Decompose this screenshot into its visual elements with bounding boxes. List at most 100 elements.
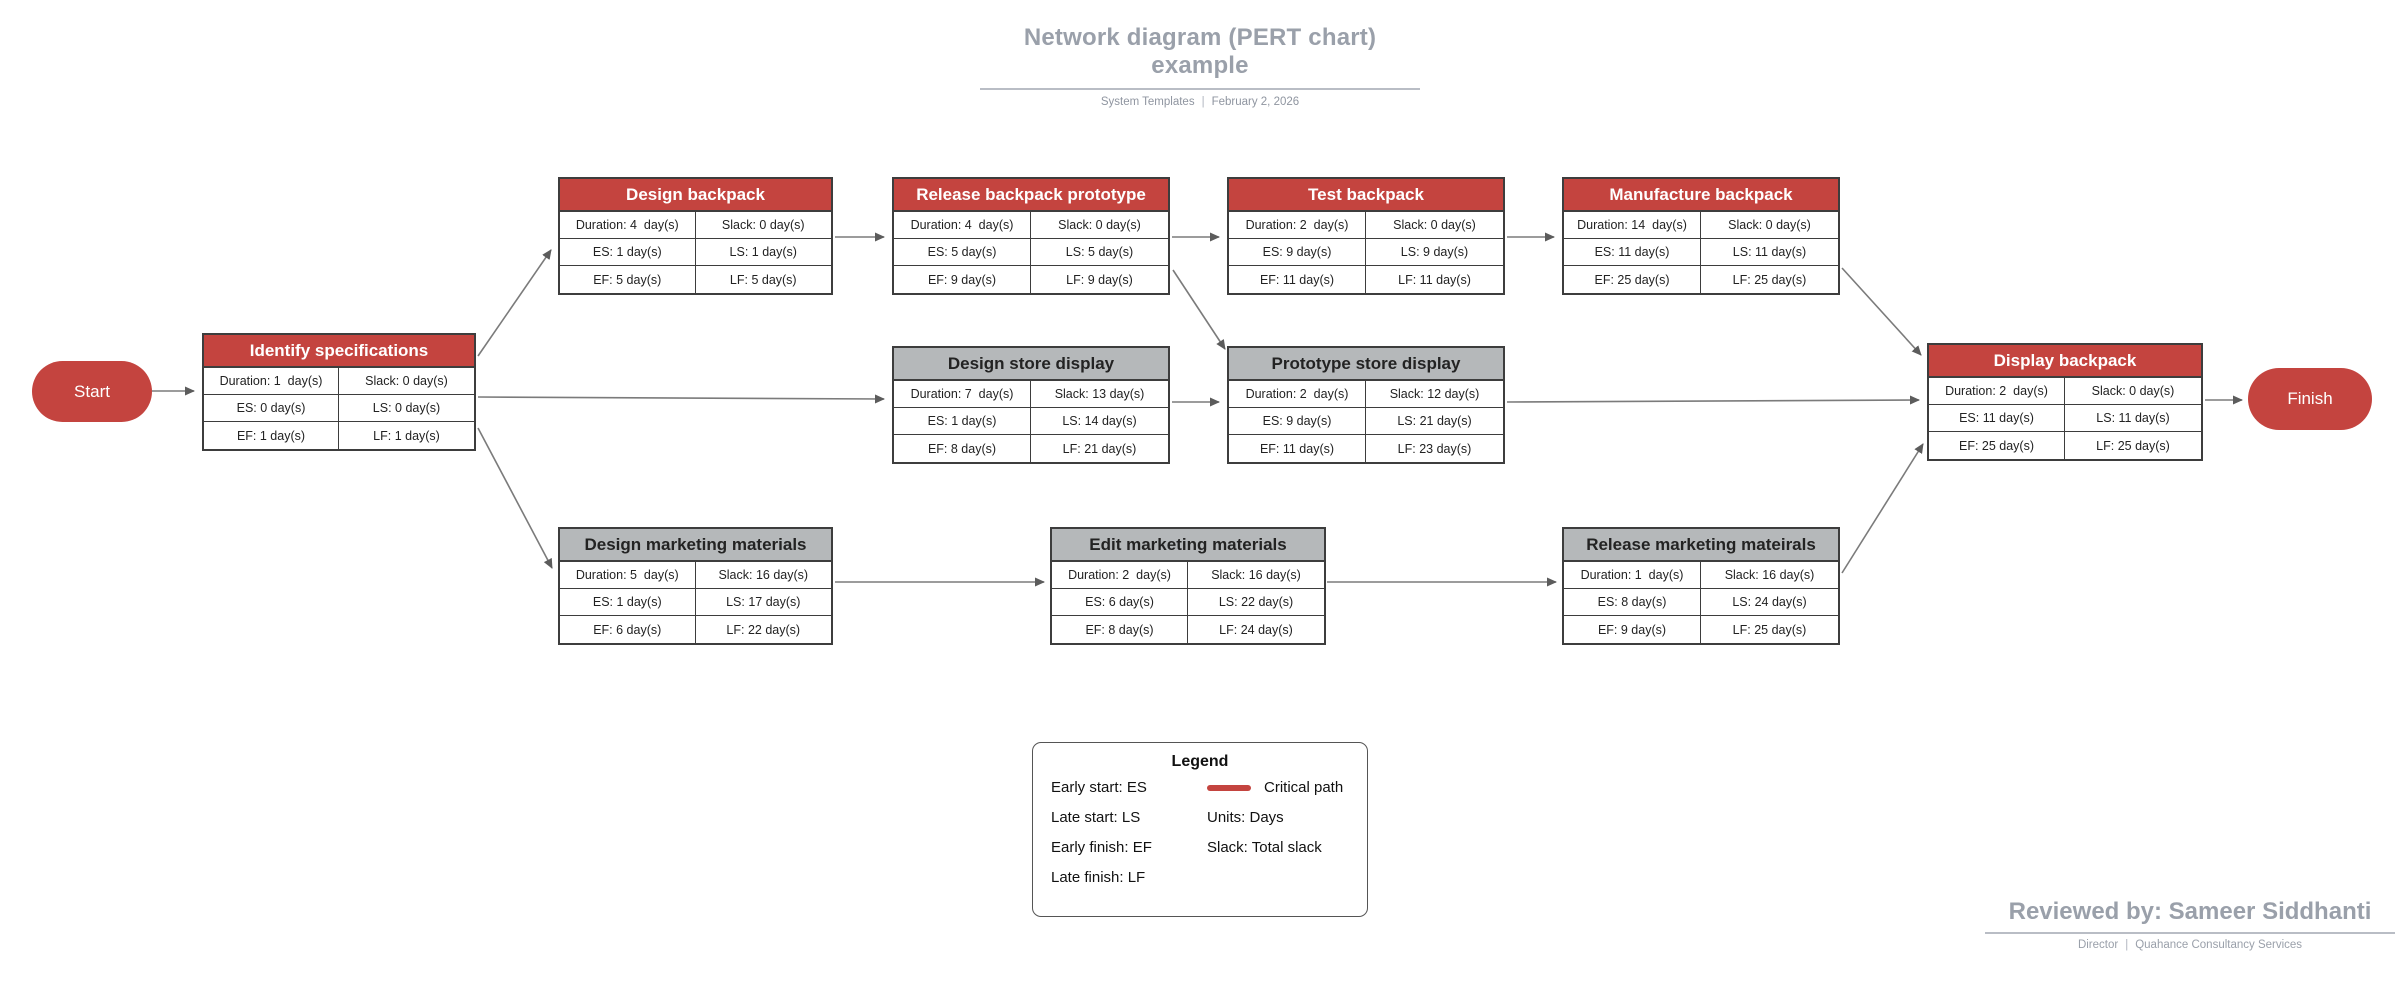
date: February 2, 2026 xyxy=(1211,96,1300,108)
page-footer: Reviewed by: Sameer Siddhanti Director|Q… xyxy=(1985,898,2395,951)
connector-manufacture-to-display-backpack xyxy=(1841,267,1922,356)
ef-cell: EF: 25 day(s) xyxy=(1929,432,2065,459)
ls-cell: LS: 14 day(s) xyxy=(1031,408,1168,435)
lf-cell: LF: 22 day(s) xyxy=(726,622,801,637)
task-title: Identify specifications xyxy=(204,335,474,368)
footer-subtitle: Director|Quahance Consultancy Services xyxy=(1985,939,2395,951)
slack-cell: Slack: 16 day(s) xyxy=(1188,562,1324,589)
task-node-design-store-display[interactable]: Design store display Duration: 7 day(s) … xyxy=(892,346,1170,464)
duration-cell: Duration: 2 day(s) xyxy=(1929,378,2065,405)
task-node-test-backpack[interactable]: Test backpack Duration: 2 day(s) Slack: … xyxy=(1227,177,1505,295)
footer-separator: | xyxy=(2125,939,2129,951)
ls-cell: LS: 11 day(s) xyxy=(2065,405,2201,432)
byline: System Templates xyxy=(1100,96,1195,108)
slack-cell: Slack: 16 day(s) xyxy=(695,562,831,589)
legend-title: Legend xyxy=(1171,753,1229,770)
ef-cell: EF: 8 day(s) xyxy=(1052,616,1188,643)
legend-box[interactable]: Legend Early start: ES Critical path Lat… xyxy=(1032,742,1368,917)
connector-prototype-store-to-display-backpack xyxy=(1506,395,1920,405)
legend-late-start: Late start: LS xyxy=(1051,809,1141,826)
connector-release-marketing-to-display-backpack xyxy=(1841,443,1924,574)
ls-cell: LS: 5 day(s) xyxy=(1031,239,1168,266)
legend-early-finish: Early finish: EF xyxy=(1051,839,1152,856)
es-cell: ES: 0 day(s) xyxy=(204,395,339,422)
task-title: Manufacture backpack xyxy=(1564,179,1838,212)
lf-cell: LF: 25 day(s) xyxy=(1732,622,1807,637)
es-cell: ES: 9 day(s) xyxy=(1229,239,1366,266)
slack-cell: Slack: 0 day(s) xyxy=(1031,212,1168,239)
finish-label: Finish xyxy=(2287,389,2333,408)
ef-cell: EF: 11 day(s) xyxy=(1229,435,1366,462)
duration-cell: Duration: 1 day(s) xyxy=(204,368,339,395)
lf-cell: LF: 25 day(s) xyxy=(2096,438,2170,453)
connector-identify-to-design-store-display xyxy=(477,394,885,404)
es-cell: ES: 6 day(s) xyxy=(1052,589,1188,616)
task-title: Prototype store display xyxy=(1229,348,1503,381)
connector-release-prototype-to-prototype-store xyxy=(1172,269,1226,350)
slack-cell: Slack: 16 day(s) xyxy=(1701,562,1838,589)
ls-cell: LS: 22 day(s) xyxy=(1188,589,1324,616)
ef-cell: EF: 9 day(s) xyxy=(894,266,1031,293)
duration-cell: Duration: 4 day(s) xyxy=(560,212,696,239)
page-title: Network diagram (PERT chart) example xyxy=(980,24,1420,90)
es-cell: ES: 9 day(s) xyxy=(1229,408,1366,435)
critical-path-label: Critical path xyxy=(1264,779,1344,796)
task-node-release-marketing-mateirals[interactable]: Release marketing mateirals Duration: 1 … xyxy=(1562,527,1840,645)
legend-late-finish: Late finish: LF xyxy=(1051,869,1146,886)
slack-cell: Slack: 12 day(s) xyxy=(1366,381,1503,408)
slack-cell: Slack: 13 day(s) xyxy=(1031,381,1168,408)
start-label: Start xyxy=(74,381,110,401)
ls-cell: LS: 1 day(s) xyxy=(695,239,831,266)
duration-cell: Duration: 1 day(s) xyxy=(1564,562,1701,589)
duration-cell: Duration: 14 day(s) xyxy=(1564,212,1701,239)
slack-cell: Slack: 0 day(s) xyxy=(695,212,831,239)
es-cell: ES: 1 day(s) xyxy=(894,408,1031,435)
ef-cell: EF: 9 day(s) xyxy=(1564,616,1701,643)
ls-cell: LS: 24 day(s) xyxy=(1701,589,1838,616)
ef-cell: EF: 11 day(s) xyxy=(1229,266,1366,293)
lf-cell: LF: 23 day(s) xyxy=(1397,441,1472,456)
lf-cell: LF: 11 day(s) xyxy=(1398,272,1471,287)
lf-cell: LF: 5 day(s) xyxy=(729,272,797,287)
slack-cell: Slack: 0 day(s) xyxy=(1366,212,1503,239)
lf-cell: LF: 24 day(s) xyxy=(1219,622,1293,637)
es-cell: ES: 8 day(s) xyxy=(1564,589,1701,616)
connector-identify-to-design-backpack xyxy=(477,249,552,357)
ef-cell: EF: 1 day(s) xyxy=(204,422,339,449)
reviewer-org: Quahance Consultancy Services xyxy=(2135,939,2303,951)
legend-early-start: Early start: ES xyxy=(1051,779,1147,796)
page-subtitle: System Templates | February 2, 2026 xyxy=(980,96,1420,108)
task-node-identify-specifications[interactable]: Identify specifications Duration: 1 day(… xyxy=(202,333,476,451)
critical-path-swatch xyxy=(1207,784,1251,791)
task-node-display-backpack[interactable]: Display backpack Duration: 2 day(s) Slac… xyxy=(1927,343,2203,461)
task-node-design-backpack[interactable]: Design backpack Duration: 4 day(s) Slack… xyxy=(558,177,833,295)
task-title: Test backpack xyxy=(1229,179,1503,212)
es-cell: ES: 5 day(s) xyxy=(894,239,1031,266)
task-title: Edit marketing materials xyxy=(1052,529,1324,562)
task-node-design-marketing-materials[interactable]: Design marketing materials Duration: 5 d… xyxy=(558,527,833,645)
task-node-edit-marketing-materials[interactable]: Edit marketing materials Duration: 2 day… xyxy=(1050,527,1326,645)
legend-units: Units: Days xyxy=(1207,809,1284,826)
ls-cell: LS: 21 day(s) xyxy=(1366,408,1503,435)
ef-cell: EF: 6 day(s) xyxy=(560,616,696,643)
legend-empty-cell xyxy=(1207,869,1349,886)
lf-cell: LF: 1 day(s) xyxy=(373,428,440,443)
ls-cell: LS: 11 day(s) xyxy=(1701,239,1838,266)
reviewed-by: Reviewed by: Sameer Siddhanti xyxy=(1985,898,2395,934)
duration-cell: Duration: 5 day(s) xyxy=(560,562,696,589)
duration-cell: Duration: 2 day(s) xyxy=(1229,381,1366,408)
subtitle-separator: | xyxy=(1201,96,1205,108)
es-cell: ES: 1 day(s) xyxy=(560,589,696,616)
es-cell: ES: 11 day(s) xyxy=(1564,239,1701,266)
task-node-manufacture-backpack[interactable]: Manufacture backpack Duration: 14 day(s)… xyxy=(1562,177,1840,295)
finish-node[interactable]: Finish xyxy=(2248,368,2372,430)
task-title: Design store display xyxy=(894,348,1168,381)
task-title: Release backpack prototype xyxy=(894,179,1168,212)
task-node-release-backpack-prototype[interactable]: Release backpack prototype Duration: 4 d… xyxy=(892,177,1170,295)
task-node-prototype-store-display[interactable]: Prototype store display Duration: 2 day(… xyxy=(1227,346,1505,464)
ls-cell: LS: 17 day(s) xyxy=(695,589,831,616)
task-title: Release marketing mateirals xyxy=(1564,529,1838,562)
start-node[interactable]: Start xyxy=(32,361,152,422)
es-cell: ES: 1 day(s) xyxy=(560,239,696,266)
duration-cell: Duration: 2 day(s) xyxy=(1229,212,1366,239)
